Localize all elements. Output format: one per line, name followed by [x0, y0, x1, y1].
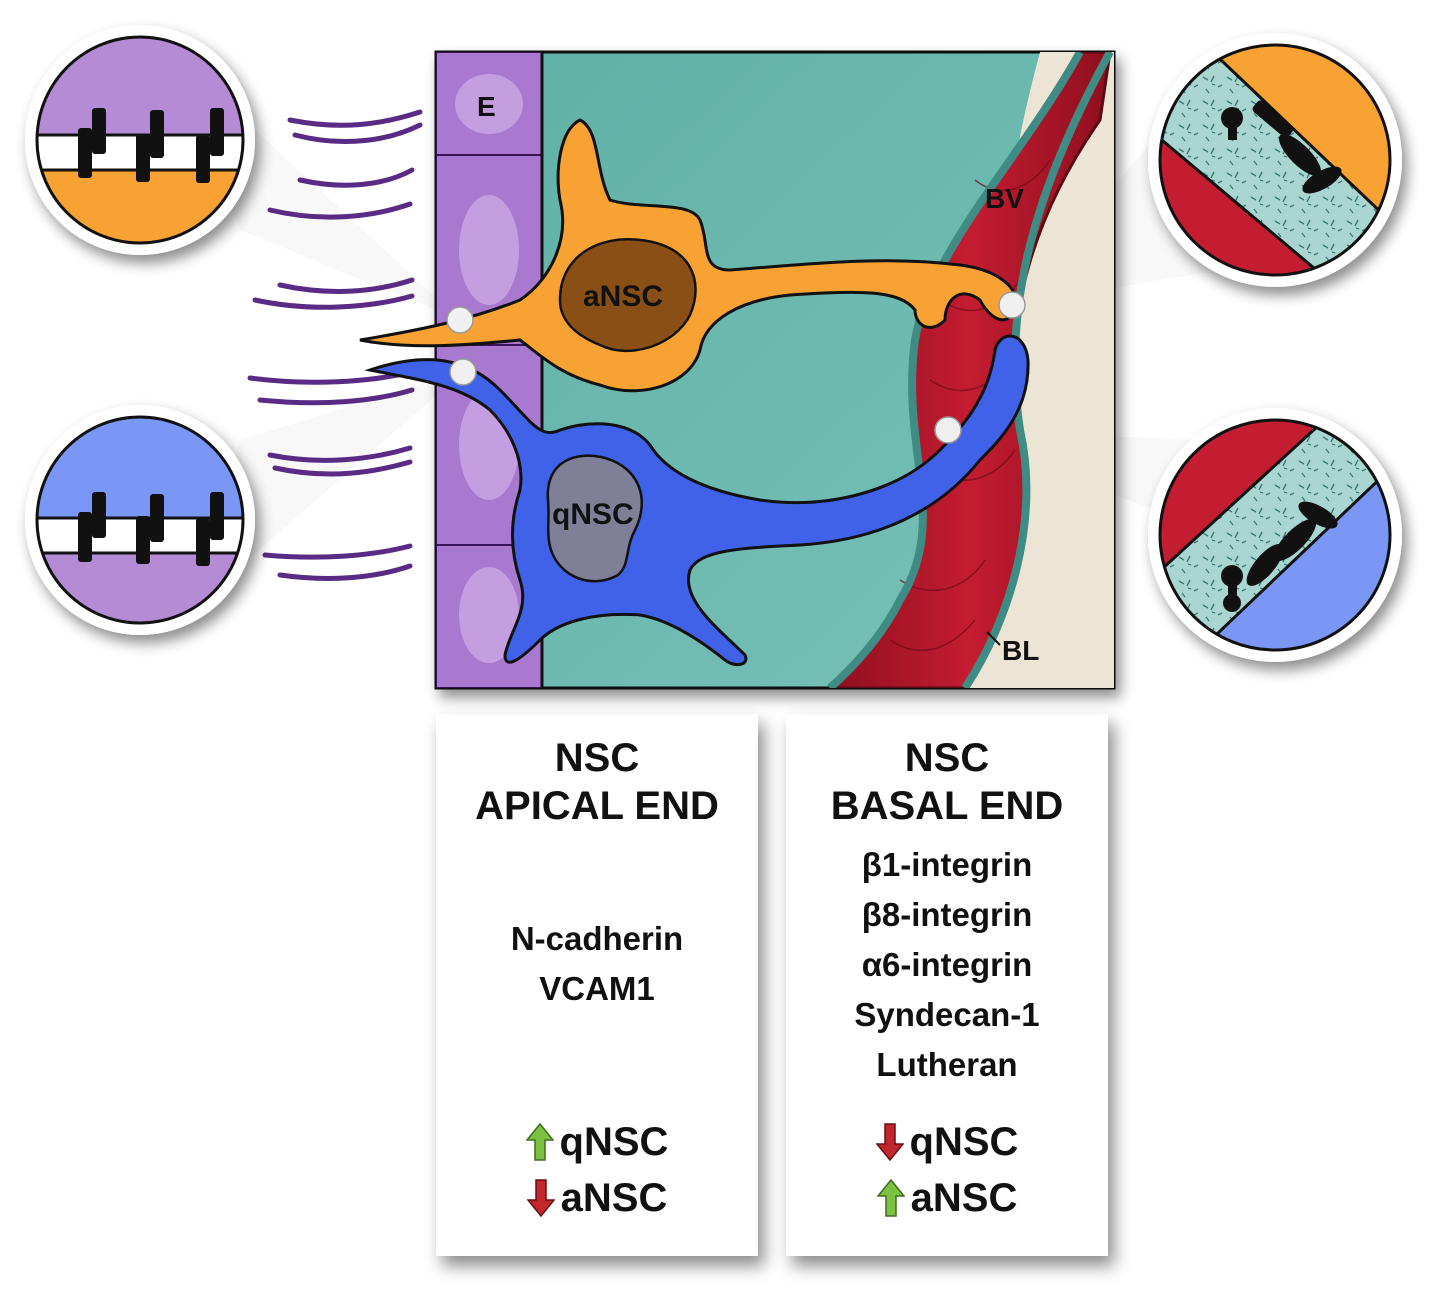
- magnifier-basal-quiescent: [1148, 408, 1402, 662]
- label-blood-vessel: BV: [985, 183, 1024, 214]
- label-ependymal: E: [477, 91, 496, 122]
- effect-label: qNSC: [909, 1120, 1019, 1164]
- up-arrow-icon: [525, 1122, 554, 1161]
- apical-end-panel: NSC APICAL END N-cadherin VCAM1 qNSC aNS…: [436, 714, 758, 1256]
- basal-lamina-region: [960, 52, 1114, 688]
- molecule-item: β1-integrin: [861, 846, 1033, 883]
- label-active-nsc: aNSC: [583, 280, 663, 313]
- down-arrow-icon: [526, 1179, 555, 1218]
- active-nsc-cell: [359, 118, 1018, 393]
- effect-row: aNSC: [786, 1170, 1108, 1226]
- apical-title-line1: NSC: [554, 736, 640, 780]
- magnifier-apical-active: [25, 25, 255, 255]
- apical-panel-title: NSC APICAL END: [436, 734, 758, 830]
- effect-row: qNSC: [436, 1114, 758, 1170]
- down-arrow-icon: [875, 1123, 904, 1162]
- magnifier-basal-active: [1148, 33, 1402, 287]
- magnifier-apical-quiescent: [25, 405, 255, 635]
- quiescent-nsc-cell: [364, 334, 1030, 667]
- effect-row: aNSC: [436, 1170, 758, 1226]
- label-basal-lamina: BL: [1002, 635, 1039, 666]
- up-arrow-icon: [876, 1178, 905, 1217]
- apical-molecule-list: N-cadherin VCAM1: [436, 914, 758, 1014]
- cilia: [247, 109, 423, 581]
- effect-row: qNSC: [786, 1114, 1108, 1170]
- basal-end-panel: NSC BASAL END β1-integrin β8-integrin α6…: [786, 714, 1108, 1256]
- effect-label: aNSC: [910, 1176, 1018, 1220]
- molecule-item: β8-integrin: [861, 896, 1033, 933]
- apical-title-line2: APICAL END: [475, 784, 719, 828]
- effect-label: aNSC: [560, 1176, 668, 1220]
- basal-effects: qNSC aNSC: [786, 1114, 1108, 1226]
- molecule-item: VCAM1: [539, 970, 655, 1007]
- contact-points: [446, 291, 1026, 444]
- molecule-item: α6-integrin: [861, 946, 1033, 983]
- molecule-item: Syndecan-1: [854, 996, 1040, 1033]
- basal-molecule-list: β1-integrin β8-integrin α6-integrin Synd…: [786, 840, 1108, 1090]
- molecule-item: Lutheran: [876, 1046, 1018, 1083]
- basal-title-line1: NSC: [904, 736, 990, 780]
- molecule-item: N-cadherin: [510, 920, 684, 957]
- apical-effects: qNSC aNSC: [436, 1114, 758, 1226]
- effect-label: qNSC: [559, 1120, 669, 1164]
- basal-title-line2: BASAL END: [830, 784, 1064, 828]
- basal-panel-title: NSC BASAL END: [786, 734, 1108, 830]
- label-quiescent-nsc: qNSC: [552, 498, 634, 531]
